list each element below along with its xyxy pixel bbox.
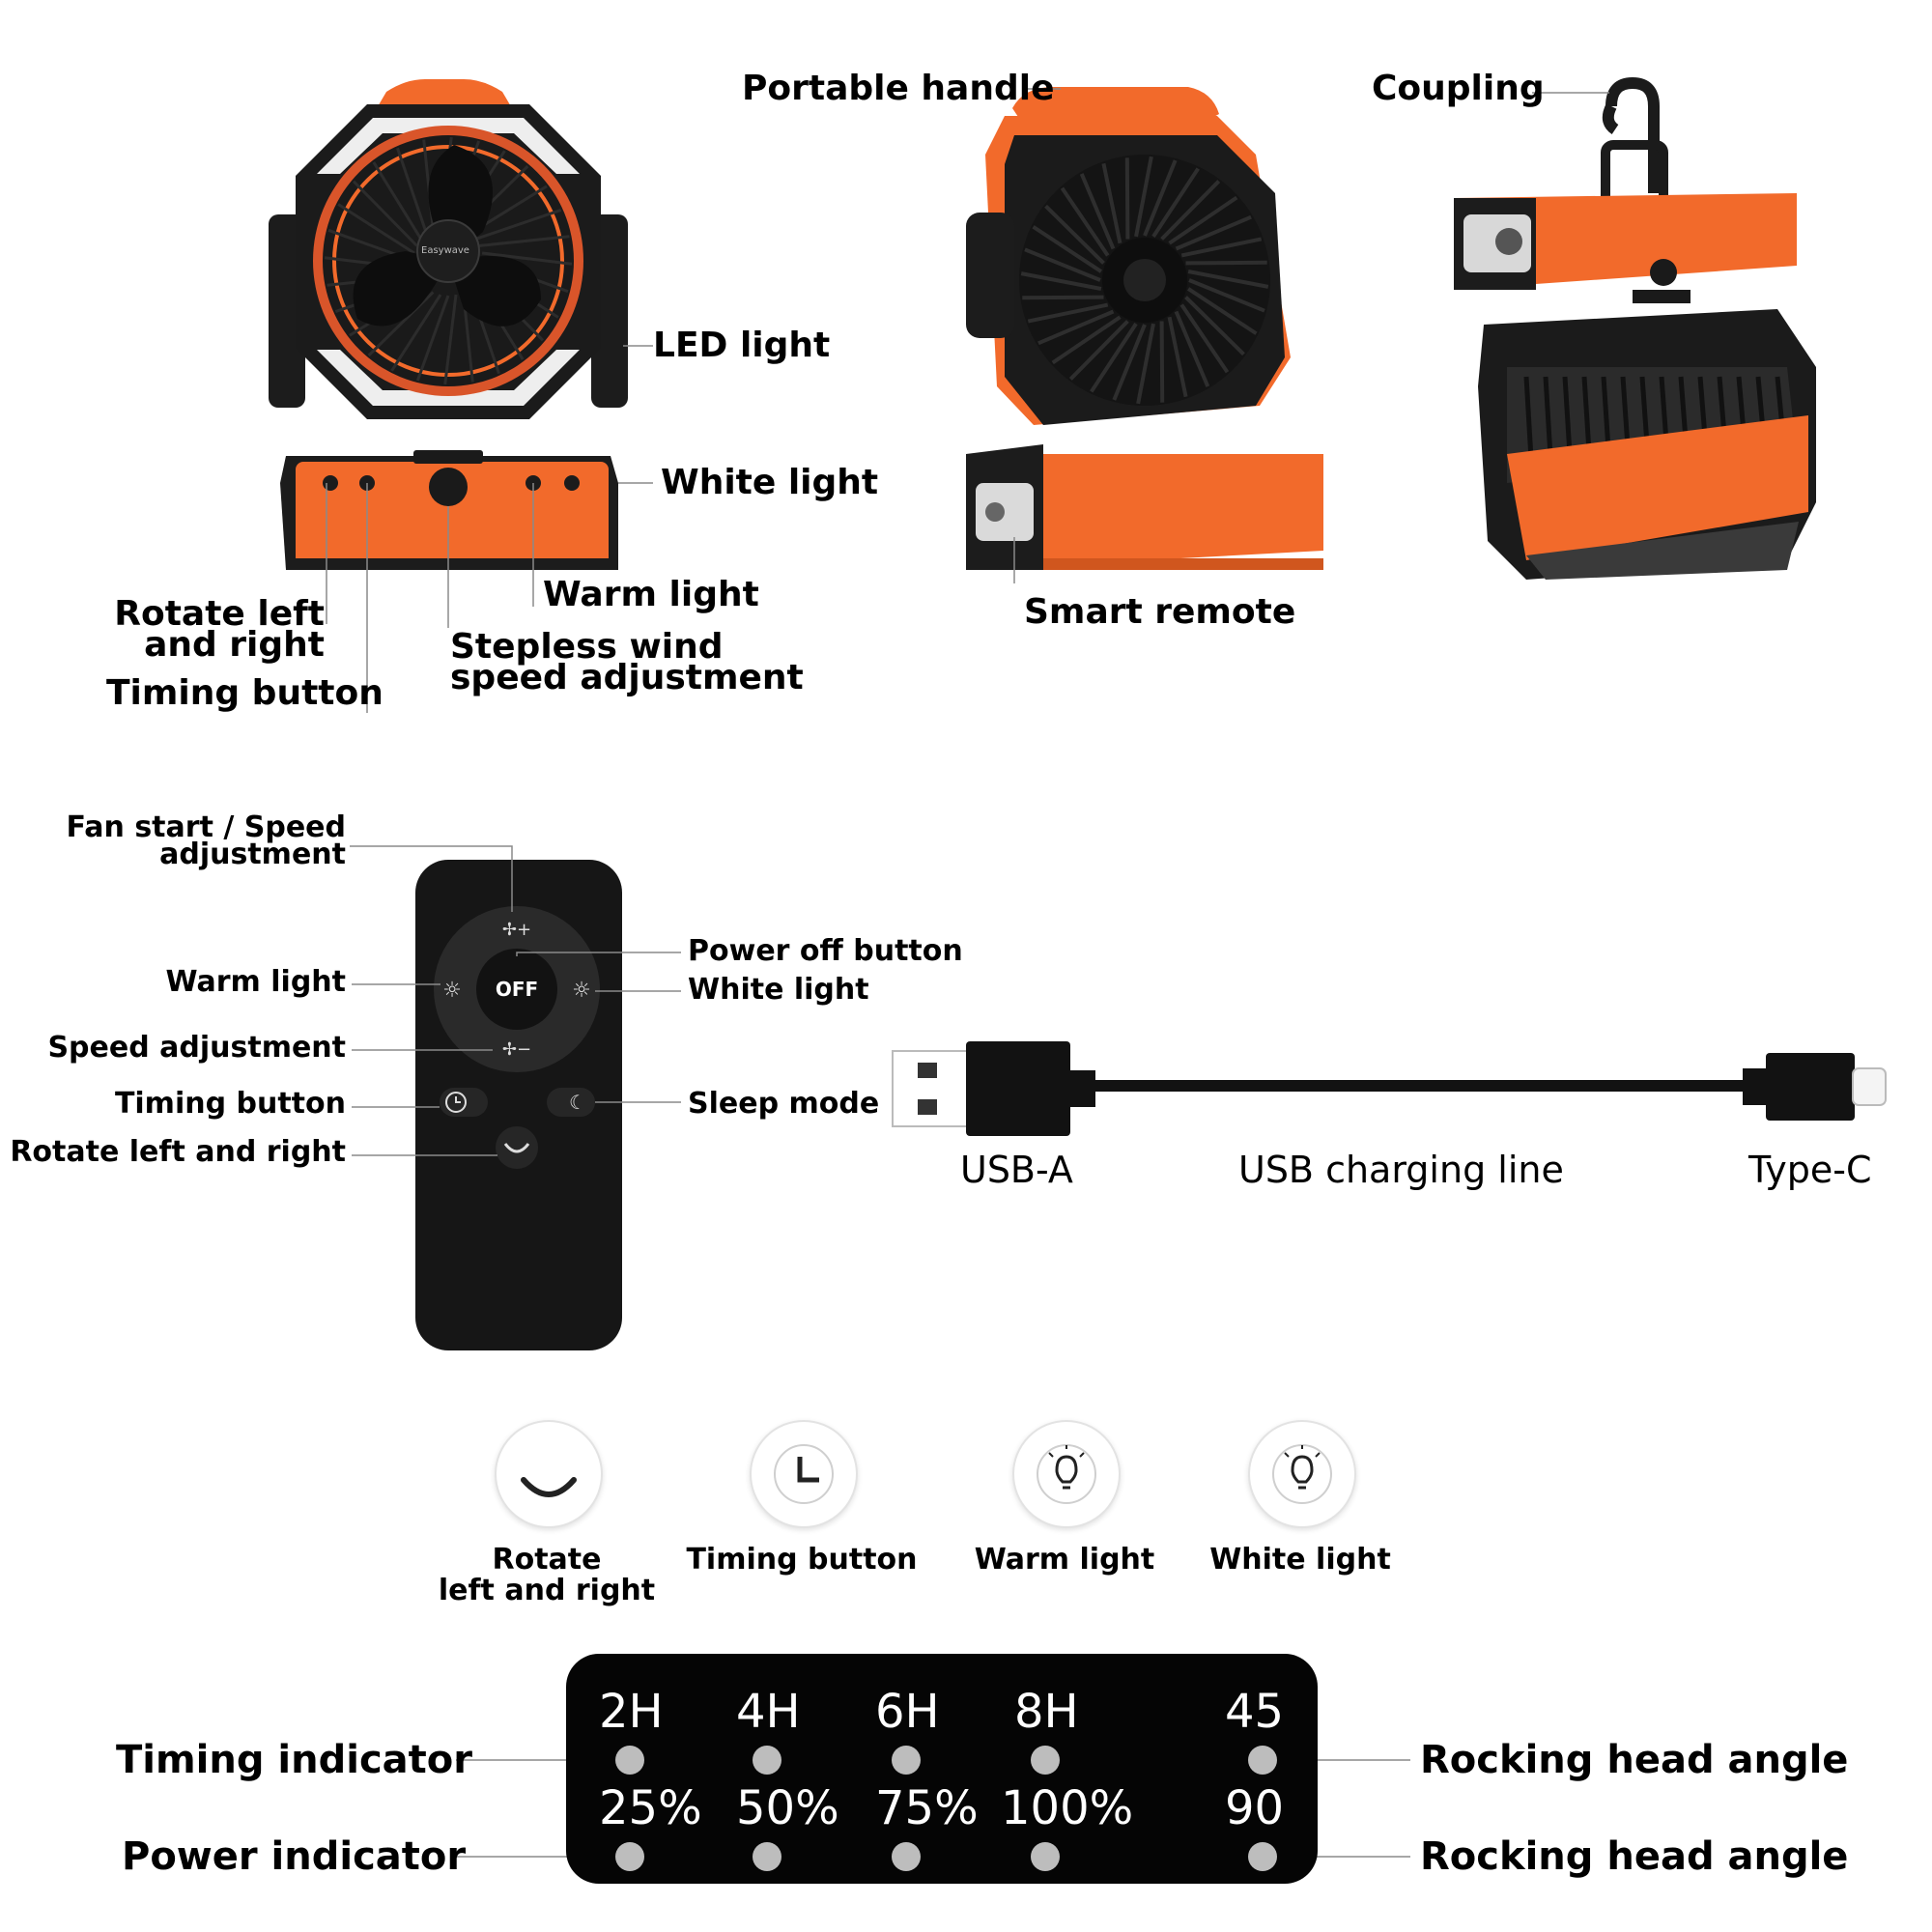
indicator-panel: 2H 4H 6H 8H 45 25% 50% 75% 100% 90	[566, 1654, 1318, 1884]
label-rocking-head-angle-bottom: Rocking head angle	[1420, 1834, 1849, 1879]
white-bulb-icon	[1248, 1420, 1356, 1528]
warm-bulb-icon	[1012, 1420, 1121, 1528]
timing-value-8h: 8H	[1014, 1685, 1079, 1739]
icon-label-timing: Timing button	[686, 1543, 918, 1577]
label-warm-light: Warm light	[543, 575, 759, 614]
remote-label-white-light: White light	[688, 973, 869, 1007]
remote-label-fan-start-2: adjustment	[159, 838, 346, 871]
label-led-light: LED light	[653, 326, 831, 365]
timing-value-2h: 2H	[599, 1685, 664, 1739]
timing-dot	[1031, 1746, 1060, 1775]
remote-leader-lines	[350, 845, 681, 1156]
timing-dot	[753, 1746, 781, 1775]
angle-dot	[1248, 1746, 1277, 1775]
power-value-75: 75%	[875, 1781, 979, 1835]
icon-label-warm-light: Warm light	[974, 1543, 1155, 1577]
timing-dot	[892, 1746, 921, 1775]
remote-label-timing-button: Timing button	[114, 1087, 346, 1121]
timing-dot	[615, 1746, 644, 1775]
rotate-icon	[495, 1420, 603, 1528]
remote-label-warm-light: Warm light	[165, 965, 346, 999]
timing-value-4h: 4H	[736, 1685, 801, 1739]
fan-front-view	[269, 79, 628, 570]
top-leader-lines	[326, 88, 1609, 713]
remote-label-fan-start-1: Fan start / Speed	[66, 810, 346, 844]
remote-control: ✢+ ✢− ☼ ☼ ☾	[415, 860, 622, 1350]
clock-icon	[750, 1420, 858, 1528]
cable-label-type-c: Type-C	[1748, 1149, 1872, 1191]
label-rotate-line2: and right	[144, 625, 325, 665]
remote-off-button-label: OFF	[495, 978, 539, 1001]
svg-text:✢−: ✢−	[502, 1039, 531, 1060]
fan-side-view	[966, 87, 1323, 570]
label-timing-indicator: Timing indicator	[116, 1738, 472, 1782]
remote-label-rotate: Rotate left and right	[10, 1135, 346, 1169]
power-value-100: 100%	[1001, 1781, 1134, 1835]
svg-text:☼: ☼	[572, 979, 591, 1003]
icon-label-white-light: White light	[1209, 1543, 1391, 1577]
label-stepless-line2: speed adjustment	[450, 658, 804, 697]
angle-value-90: 90	[1225, 1781, 1285, 1835]
remote-label-speed-adjustment: Speed adjustment	[47, 1031, 346, 1065]
cable-label-usb-a: USB-A	[960, 1149, 1073, 1191]
label-timing-button-top: Timing button	[106, 673, 384, 713]
brand-logo-text: Easywave	[421, 245, 469, 256]
label-smart-remote: Smart remote	[1024, 592, 1296, 632]
remote-label-power-off: Power off button	[688, 934, 963, 968]
label-power-indicator: Power indicator	[122, 1834, 467, 1879]
cable-label-line: USB charging line	[1238, 1149, 1564, 1191]
svg-text:✢+: ✢+	[502, 920, 531, 940]
label-portable-handle: Portable handle	[742, 69, 1055, 108]
angle-value-45: 45	[1225, 1685, 1285, 1739]
power-value-25: 25%	[599, 1781, 702, 1835]
power-value-50: 50%	[736, 1781, 839, 1835]
icon-label-rotate-1: Rotate	[492, 1543, 602, 1577]
power-dot	[1031, 1842, 1060, 1871]
svg-text:☼: ☼	[442, 979, 462, 1003]
label-rocking-head-angle-top: Rocking head angle	[1420, 1738, 1849, 1782]
icon-label-rotate-2: left and right	[438, 1574, 656, 1607]
usb-cable	[892, 1041, 1887, 1136]
power-dot	[892, 1842, 921, 1871]
timing-value-6h: 6H	[875, 1685, 940, 1739]
angle-dot	[1248, 1842, 1277, 1871]
label-rotate-line1: Rotate left	[114, 594, 325, 634]
svg-text:☾: ☾	[569, 1091, 586, 1114]
label-stepless-line1: Stepless wind	[450, 627, 724, 667]
power-dot	[615, 1842, 644, 1871]
label-coupling: Coupling	[1372, 69, 1545, 108]
remote-label-sleep-mode: Sleep mode	[688, 1087, 880, 1121]
label-white-light: White light	[661, 463, 879, 502]
power-dot	[753, 1842, 781, 1871]
fan-hanging-view	[1454, 76, 1816, 580]
